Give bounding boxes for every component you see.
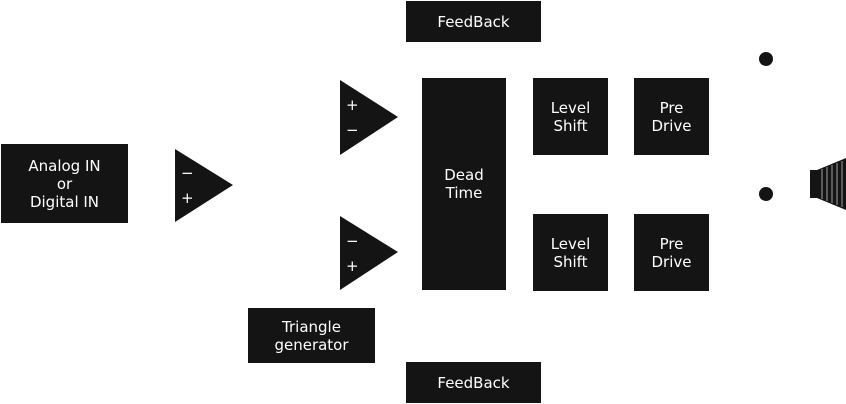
comparator-bottom: − + — [340, 216, 398, 290]
input-source-block: Analog IN or Digital IN — [1, 144, 128, 223]
comparator-top-upper-sign: + — [346, 96, 359, 114]
pre-drive-top-block: Pre Drive — [634, 78, 709, 155]
output-terminal-bottom — [759, 187, 773, 201]
level-shift-top-block: Level Shift — [533, 78, 608, 155]
comparator-top-lower-sign: − — [346, 121, 359, 139]
dead-time-block: Dead Time — [422, 78, 506, 290]
comparator-bottom-lower-sign: + — [346, 257, 359, 275]
comparator-top: + − — [340, 80, 398, 155]
input-amp-top-sign: − — [181, 164, 194, 182]
feedback-top-block: FeedBack — [406, 1, 541, 42]
output-terminal-top — [759, 52, 773, 66]
input-amplifier: − + — [175, 149, 233, 222]
feedback-bottom-block: FeedBack — [406, 362, 541, 403]
triangle-generator-block: Triangle generator — [248, 308, 375, 363]
pre-drive-bottom-block: Pre Drive — [634, 214, 709, 291]
comparator-bottom-upper-sign: − — [346, 232, 359, 250]
level-shift-bottom-block: Level Shift — [533, 214, 608, 291]
input-amp-bottom-sign: + — [181, 189, 194, 207]
speaker-icon — [810, 158, 846, 210]
